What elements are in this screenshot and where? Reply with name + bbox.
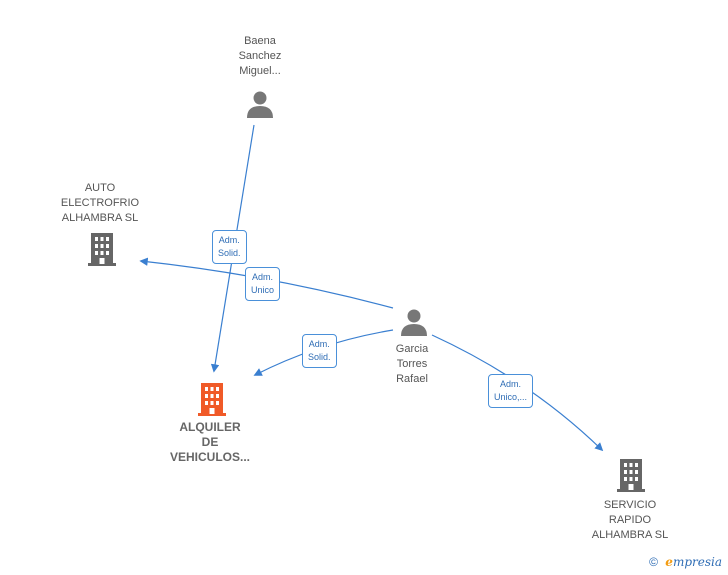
node-auto[interactable]: AUTO ELECTROFRIO ALHAMBRA SL (45, 181, 155, 226)
person-icon[interactable] (245, 89, 275, 119)
node-garcia-label: Garcia Torres Rafael (395, 343, 429, 385)
edge-label-garcia-alquiler[interactable]: Adm. Solid. (302, 334, 337, 368)
edge-label-garcia-servicio[interactable]: Adm. Unico,... (488, 374, 534, 408)
node-servicio[interactable]: SERVICIO RAPIDO ALHAMBRA SL (575, 498, 685, 543)
empresia-logo: empresia (665, 555, 722, 569)
node-garcia[interactable]: Garcia Torres Rafael (372, 342, 452, 387)
building-icon[interactable] (196, 381, 228, 417)
person-icon[interactable] (399, 307, 429, 337)
edge-label-baena-alquiler[interactable]: Adm. Solid. (212, 230, 247, 264)
copyright-symbol: © (649, 555, 658, 569)
node-baena[interactable]: Baena Sanchez Miguel... (215, 34, 305, 79)
edge-label-garcia-auto[interactable]: Adm. Unico (245, 267, 281, 301)
node-alquiler[interactable]: ALQUILER DE VEHICULOS... (155, 420, 265, 465)
node-servicio-label: SERVICIO RAPIDO ALHAMBRA SL (591, 499, 669, 541)
building-icon[interactable] (86, 231, 118, 267)
building-icon[interactable] (615, 457, 647, 493)
node-baena-label: Baena Sanchez Miguel... (238, 35, 282, 77)
node-auto-label: AUTO ELECTROFRIO ALHAMBRA SL (60, 182, 140, 224)
footer-brand: © empresia (649, 555, 722, 569)
node-alquiler-label: ALQUILER DE VEHICULOS... (169, 420, 250, 464)
